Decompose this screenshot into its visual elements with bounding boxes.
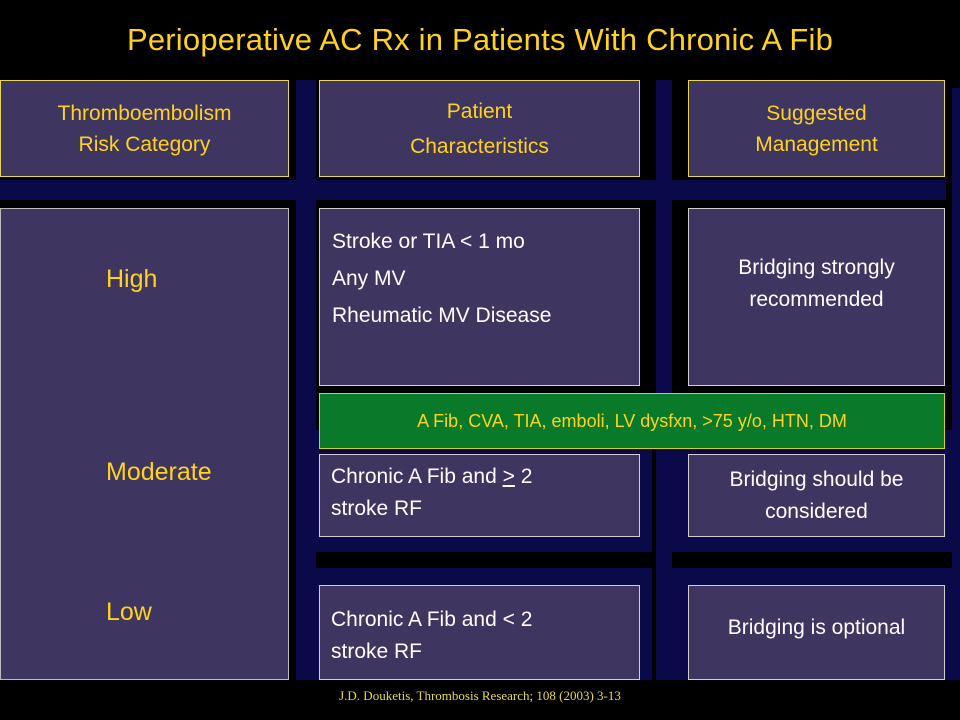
header-suggested-management: Suggested Management: [688, 80, 945, 177]
background-band-v1: [296, 80, 316, 680]
background-band-h1: [0, 180, 946, 200]
moderate-management-cell: Bridging should be considered: [688, 454, 945, 537]
low-management-text: Bridging is optional: [727, 615, 906, 639]
moderate-characteristics-cell: Chronic A Fib and > 2 stroke RF: [319, 454, 640, 537]
risk-level-low: Low: [106, 598, 152, 626]
high-management-line2: recommended: [749, 288, 884, 311]
low-characteristics-line1: Chronic A Fib and < 2: [331, 608, 533, 631]
moderate-characteristics-line1: Chronic A Fib and > 2: [331, 461, 629, 493]
header-suggested-management-line1: Suggested: [766, 101, 867, 125]
high-characteristic-item: Stroke or TIA < 1 mo: [332, 230, 525, 253]
background-band-v2: [656, 80, 672, 680]
risk-category-column: [0, 208, 289, 680]
header-patient-characteristics-line1: Patient: [446, 99, 513, 123]
header-risk-category-line2: Risk Category: [78, 132, 211, 156]
low-characteristics-line2: stroke RF: [331, 640, 423, 663]
high-characteristic-item: Rheumatic MV Disease: [332, 304, 552, 327]
risk-level-high: High: [106, 265, 158, 293]
header-patient-characteristics-line2: Characteristics: [410, 134, 549, 158]
background-band-v3: [952, 88, 960, 680]
moderate-characteristics-line2: stroke RF: [331, 497, 423, 520]
moderate-characteristics-text-b: 2: [514, 465, 533, 488]
high-characteristics-cell: Stroke or TIA < 1 mo Any MV Rheumatic MV…: [319, 208, 640, 386]
high-management-line1: Bridging strongly: [738, 256, 895, 279]
risk-level-moderate: Moderate: [106, 458, 212, 486]
low-management-cell: Bridging is optional: [688, 585, 945, 680]
citation: J.D. Douketis, Thrombosis Research; 108 …: [339, 688, 621, 703]
moderate-management-line1: Bridging should be: [729, 467, 904, 491]
slide-title: Perioperative AC Rx in Patients With Chr…: [126, 22, 834, 57]
low-characteristics-cell: Chronic A Fib and < 2 stroke RF: [319, 585, 640, 680]
high-characteristic-item: Any MV: [332, 267, 406, 290]
risk-factors-banner: A Fib, CVA, TIA, emboli, LV dysfxn, >75 …: [319, 393, 945, 449]
header-risk-category-line1: Thromboembolism: [57, 101, 232, 125]
moderate-management-line2: considered: [765, 499, 868, 523]
moderate-characteristics-text-a: Chronic A Fib and: [331, 465, 503, 488]
high-management-cell: Bridging strongly recommended: [688, 208, 945, 386]
greater-equal-symbol: >: [502, 465, 515, 488]
header-risk-category: Thromboembolism Risk Category: [0, 80, 289, 177]
header-suggested-management-line2: Management: [755, 132, 878, 156]
header-patient-characteristics: Patient Characteristics: [319, 80, 640, 177]
